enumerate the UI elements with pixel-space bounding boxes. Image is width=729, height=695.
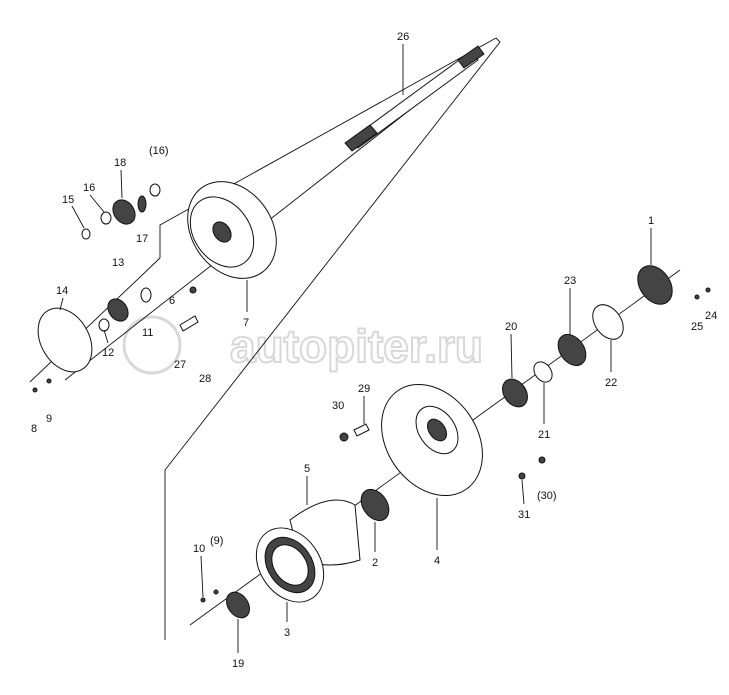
part-carrier-7 xyxy=(187,181,277,279)
label-8: 8 xyxy=(31,423,37,435)
label-30-ref: (30) xyxy=(537,490,557,502)
part-number-labels: 26 18 (16) 16 15 17 13 14 6 11 7 27 28 1… xyxy=(31,31,717,670)
part-ring-gear-3 xyxy=(255,499,361,603)
label-2: 2 xyxy=(372,557,378,569)
label-17: 17 xyxy=(136,233,148,245)
label-6: 6 xyxy=(169,295,175,307)
label-24: 24 xyxy=(705,310,717,322)
label-16: 16 xyxy=(83,182,95,194)
label-15: 15 xyxy=(62,194,74,206)
label-16-ref: (16) xyxy=(149,145,169,157)
label-4: 4 xyxy=(434,555,440,567)
label-3: 3 xyxy=(284,627,290,639)
label-26: 26 xyxy=(397,31,409,43)
label-1: 1 xyxy=(648,215,654,227)
small-parts-upper xyxy=(32,183,199,393)
label-21: 21 xyxy=(538,429,550,441)
label-9-ref: (9) xyxy=(210,535,223,547)
leader-lines xyxy=(59,44,652,653)
label-19: 19 xyxy=(232,658,244,670)
bearings-and-seals xyxy=(200,265,711,619)
label-28: 28 xyxy=(199,373,211,385)
label-12: 12 xyxy=(102,347,114,359)
label-18: 18 xyxy=(114,157,126,169)
label-31: 31 xyxy=(518,509,530,521)
label-20: 20 xyxy=(505,321,517,333)
label-13: 13 xyxy=(112,257,124,269)
svg-text:autopiter.ru: autopiter.ru xyxy=(230,320,483,372)
label-27: 27 xyxy=(174,359,186,371)
label-30: 30 xyxy=(332,400,344,412)
part-hub-4 xyxy=(381,383,483,497)
label-14: 14 xyxy=(56,285,68,297)
label-5: 5 xyxy=(304,463,310,475)
label-7: 7 xyxy=(243,317,249,329)
label-11: 11 xyxy=(142,327,153,339)
watermark: autopiter.ru xyxy=(122,315,484,375)
label-23: 23 xyxy=(564,275,576,287)
label-9: 9 xyxy=(46,413,52,425)
label-29: 29 xyxy=(358,383,370,395)
part-shaft-26 xyxy=(344,45,485,152)
label-22: 22 xyxy=(605,377,617,389)
label-10: 10 xyxy=(193,543,205,555)
label-25: 25 xyxy=(691,321,703,333)
